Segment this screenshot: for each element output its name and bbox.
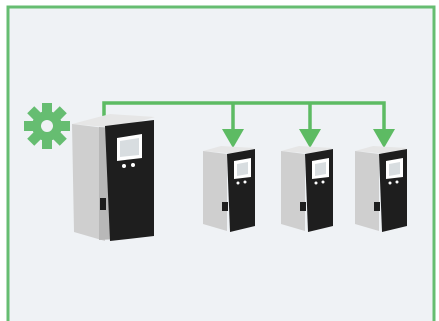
unit-button (237, 182, 240, 185)
gear-tooth (24, 121, 34, 131)
gear-tooth (42, 139, 52, 149)
gear-icon (24, 103, 70, 149)
unit-side (203, 151, 227, 231)
gear-tooth (60, 121, 70, 131)
unit-side (355, 151, 379, 231)
unit-button (315, 182, 318, 185)
unit-button (396, 181, 399, 184)
gear-hole (41, 120, 53, 132)
unit-button (122, 164, 126, 168)
unit-screen-inner (237, 162, 248, 176)
unit-button (389, 182, 392, 185)
unit-button (244, 181, 247, 184)
unit-button (131, 163, 135, 167)
unit-side-vent (374, 202, 380, 211)
unit-side-vent (300, 202, 306, 211)
unit-side-vent (100, 198, 106, 210)
unit-button (322, 181, 325, 184)
unit-screen-inner (389, 162, 400, 176)
primary-instrument (72, 114, 155, 241)
unit-side (281, 151, 305, 231)
gear-tooth (42, 103, 52, 113)
unit-screen-inner (315, 162, 326, 176)
unit-side-vent (222, 202, 228, 211)
unit-screen-inner (120, 138, 139, 157)
